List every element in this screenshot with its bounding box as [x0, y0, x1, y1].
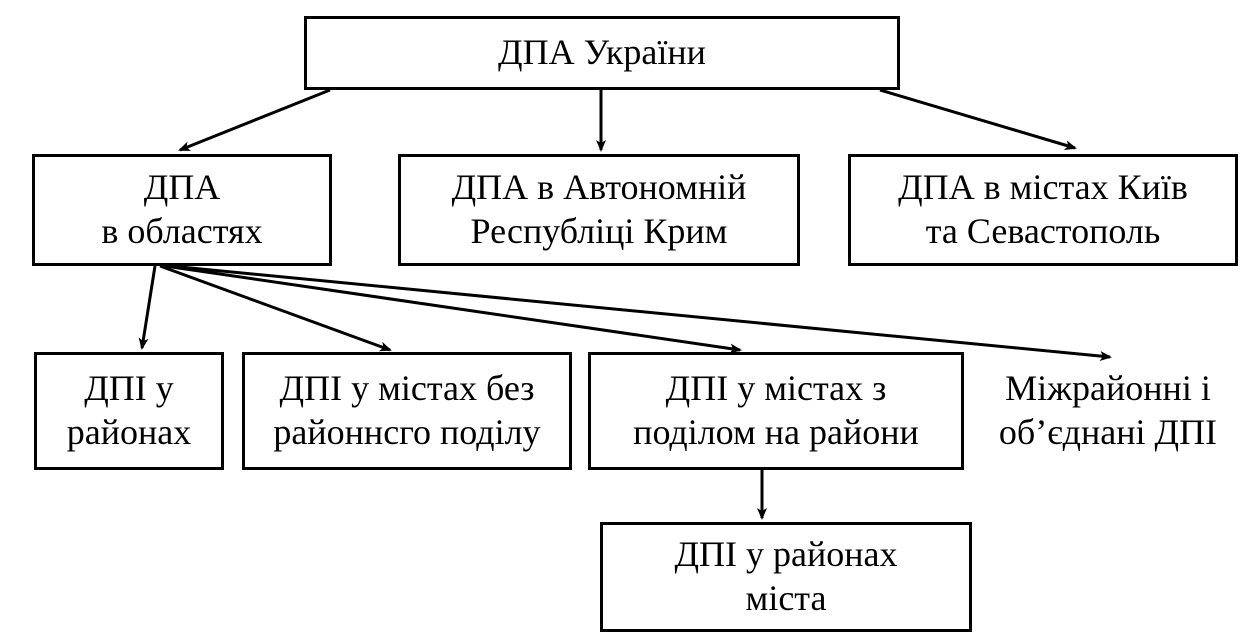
node-krym-line-1: ДПА в Автономній [451, 167, 747, 208]
node-dpi-raionakh-mista-line-2: міста [745, 578, 827, 618]
node-dpi-bez-podilu: ДПІ у містах без районнсго поділу [242, 352, 572, 470]
node-dpi-z-podilom-line-1: ДПІ у містах з [665, 368, 887, 409]
node-kyiv-sevastopol-line-2: та Севастополь [925, 211, 1161, 251]
edge-root-to-oblasti [178, 88, 331, 152]
node-oblasti-line-1: ДПА [143, 167, 221, 208]
node-dpi-raionakh: ДПІ у районах [34, 352, 224, 470]
node-krym-line-2: Республіці Крим [470, 211, 728, 251]
node-mizhraionni-line-2: об’єднані ДПІ [998, 412, 1218, 452]
node-dpi-bez-podilu-line-2: районнсго поділу [273, 412, 541, 452]
node-dpi-raionakh-mista: ДПІ у районах міста [600, 522, 972, 632]
node-root-label: ДПА України [498, 32, 706, 73]
node-krym: ДПА в Автономній Республіці Крим [398, 154, 800, 266]
edge-oblasti-to-mizhraionni [169, 264, 1112, 362]
node-mizhraionni-line-1: Міжрайонні і [1005, 368, 1211, 409]
node-kyiv-sevastopol-line-1: ДПА в містах Київ [898, 167, 1188, 208]
node-dpi-z-podilom-line-2: поділом на райони [633, 412, 919, 452]
node-dpi-z-podilom: ДПІ у містах з поділом на райони [588, 352, 964, 470]
edge-oblasti-to-dpi-z-podilom [164, 264, 742, 354]
node-oblasti: ДПА в областях [32, 154, 332, 266]
edge-root-to-kyiv-sevastopol [879, 88, 1077, 150]
node-root: ДПА України [304, 16, 900, 90]
node-mizhraionni: Міжрайонні і об’єднані ДПІ [972, 358, 1244, 464]
node-kyiv-sevastopol: ДПА в містах Київ та Севастополь [848, 154, 1238, 266]
edge-oblasti-to-dpi-bez-podilu [159, 264, 392, 352]
edge-oblasti-to-dpi-raionakh [138, 265, 157, 350]
node-oblasti-line-2: в областях [101, 211, 263, 251]
node-dpi-raionakh-line-2: районах [66, 412, 192, 452]
node-dpi-raionakh-mista-line-1: ДПІ у районах [674, 534, 898, 575]
node-dpi-raionakh-line-1: ДПІ у [84, 368, 174, 409]
node-dpi-bez-podilu-line-1: ДПІ у містах без [279, 368, 535, 409]
